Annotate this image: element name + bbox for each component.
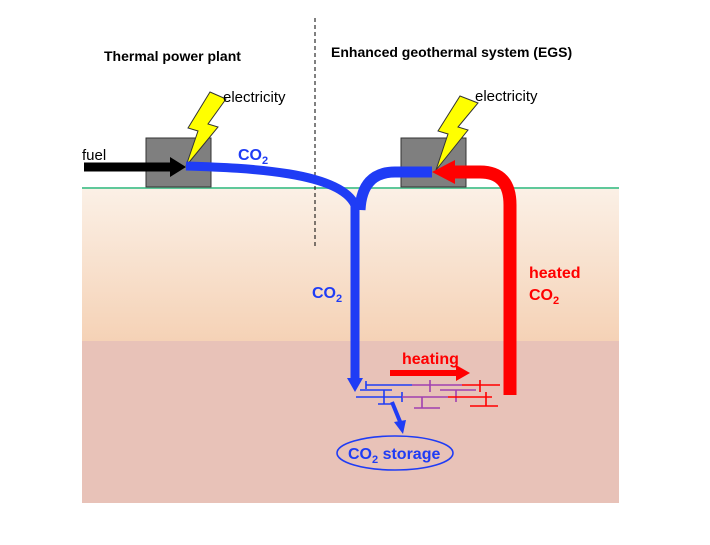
co2-down-arrowhead: [347, 378, 363, 392]
heated-co2-label: CO2: [529, 287, 559, 307]
co2-storage-label: CO2 storage: [348, 446, 440, 466]
heading-egs: Enhanced geothermal system (EGS): [331, 44, 572, 60]
heating-label: heating: [402, 351, 459, 368]
heated-co2-flow: [455, 165, 517, 395]
heated-label: heated: [529, 265, 581, 282]
heading-thermal-power-plant: Thermal power plant: [104, 48, 241, 64]
fuel-label: fuel: [82, 147, 106, 164]
storage-arrow: [390, 401, 406, 434]
lightning-bolt-icon: [185, 91, 227, 167]
co2-flow-thermal-plant: [185, 161, 360, 380]
co2-flow-egs-plant: [354, 166, 432, 211]
co2-label-top: CO2: [238, 147, 268, 167]
fuel-arrow: [84, 157, 186, 177]
lightning-bolt-icon: [435, 95, 479, 171]
co2-storage-ellipse: [336, 435, 454, 471]
heating-arrow: [390, 365, 470, 381]
electricity-label-right: electricity: [475, 88, 538, 105]
co2-label-down: CO2: [312, 285, 342, 305]
heated-co2-arrowhead: [432, 160, 455, 184]
fracture-network: [356, 380, 500, 409]
electricity-label-left: electricity: [223, 89, 286, 106]
